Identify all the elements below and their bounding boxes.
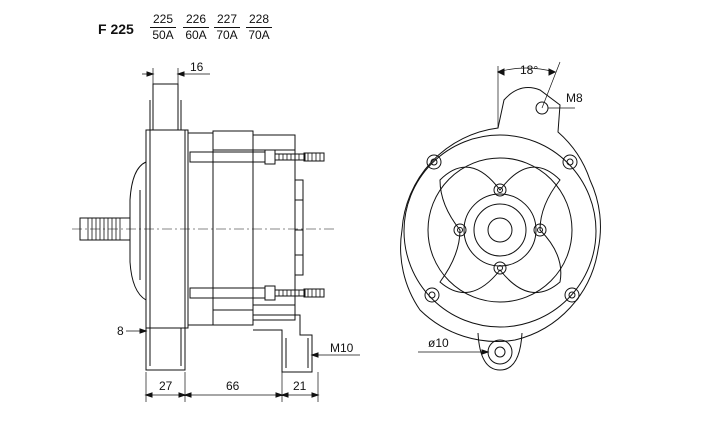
variant-model: 227 — [214, 12, 240, 28]
angle-18-label: 18° — [520, 63, 538, 77]
model-title: F 225 — [98, 21, 134, 37]
housing-outline — [400, 87, 601, 342]
dim-21: 21 — [293, 379, 307, 393]
variant-current: 70A — [248, 28, 270, 42]
lower-mount-foot — [145, 328, 186, 371]
variant-current: 50A — [152, 28, 174, 42]
rear-housing — [212, 130, 254, 326]
shaft-hole — [487, 217, 513, 243]
variant-model: 228 — [246, 12, 272, 28]
dim-16: 16 — [190, 60, 204, 74]
bolt-m8-label: M8 — [566, 91, 583, 105]
dim-8: 8 — [117, 324, 124, 338]
bottom-mount-ear — [477, 332, 523, 371]
side-dimensions — [126, 68, 360, 402]
variant-model: 226 — [183, 12, 209, 28]
variant-227: 227 70A — [214, 12, 240, 43]
variant-226: 226 60A — [183, 12, 209, 43]
front-cover — [129, 161, 147, 301]
variant-current: 60A — [185, 28, 207, 42]
through-bolt-upper — [189, 149, 325, 165]
hole-dia-label: ø10 — [428, 336, 449, 350]
variant-current: 70A — [216, 28, 238, 42]
fan-blades — [439, 166, 562, 293]
side-view — [72, 83, 335, 373]
bolt-m10-label: M10 — [330, 341, 354, 355]
rear-foot — [253, 314, 313, 373]
front-view — [400, 87, 601, 371]
variant-228: 228 70A — [246, 12, 272, 43]
variant-225: 225 50A — [150, 12, 176, 43]
dim-66: 66 — [226, 379, 240, 393]
variant-model: 225 — [150, 12, 176, 28]
through-bolt-lower — [189, 285, 325, 301]
front-dimensions — [418, 61, 575, 355]
top-mount-ear — [152, 83, 179, 131]
dim-27: 27 — [159, 379, 173, 393]
